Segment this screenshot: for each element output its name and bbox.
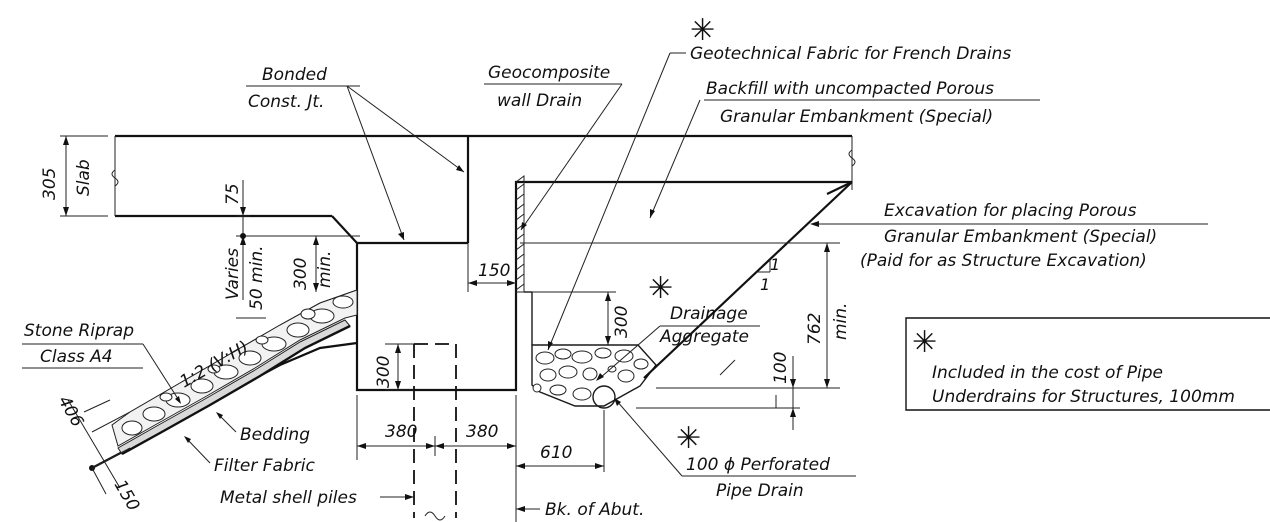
dim-riprap xyxy=(67,399,131,495)
asterisk-icon: ✳ xyxy=(676,421,701,456)
drainage-label: Drainage xyxy=(670,304,748,324)
backfill-label: Backfill with uncompacted Porous xyxy=(706,79,994,99)
dim-762: 762 xyxy=(805,313,825,345)
metal-piles-label: Metal shell piles xyxy=(220,488,357,508)
dim-300-pile: 300 xyxy=(374,356,394,388)
cost-note: ✳ Included in the cost of Pipe Underdrai… xyxy=(905,317,1270,411)
dim-slab-label: Slab xyxy=(74,159,94,196)
slope-h: 1 xyxy=(760,275,770,294)
asterisk-icon: ✳ xyxy=(648,271,673,306)
slope-triangle xyxy=(757,260,771,273)
dim-762-min: min. xyxy=(831,303,851,340)
drainage-label-2: Aggregate xyxy=(659,327,749,347)
bedding-label: Bedding xyxy=(240,425,310,445)
excavation-slope xyxy=(643,181,853,379)
drainage-aggregate-zone xyxy=(531,344,657,409)
dim-300-drain: 300 xyxy=(612,306,632,338)
geocomposite-wall-drain xyxy=(515,175,533,345)
metal-shell-pile xyxy=(413,343,457,521)
dim-380-left: 380 xyxy=(385,422,417,442)
dim-300-min-top xyxy=(313,236,319,292)
dim-380-right: 380 xyxy=(466,422,498,442)
stone-riprap xyxy=(91,289,358,469)
bonded-label: Bonded xyxy=(262,65,327,85)
excavation-label-2: Granular Embankment (Special) xyxy=(884,227,1157,247)
dim-slab xyxy=(60,135,108,217)
dim-150-riprap: 150 xyxy=(110,477,144,515)
dim-300-top-min: min. xyxy=(315,251,335,288)
dim-75-varies xyxy=(236,180,360,319)
excavation-label-3: (Paid for as Structure Excavation) xyxy=(860,251,1147,271)
geocomposite-label-2: wall Drain xyxy=(497,91,582,111)
excavation-label: Excavation for placing Porous xyxy=(884,201,1137,221)
bk-abut-label: Bk. of Abut. xyxy=(545,500,644,520)
note-line-2: Underdrains for Structures, 100mm xyxy=(932,387,1235,407)
pipe-label: 100 ϕ Perforated xyxy=(686,455,830,475)
abutment-outline xyxy=(331,136,853,392)
dim-slab-value: 305 xyxy=(40,168,60,200)
geocomposite-label: Geocomposite xyxy=(488,63,610,83)
dim-300-pile xyxy=(385,343,414,391)
dim-50-min: 50 min. xyxy=(247,246,267,311)
label-underlines xyxy=(22,83,1040,477)
dim-300-drain xyxy=(532,291,616,345)
slope-v: 1 xyxy=(770,255,780,274)
filter-fabric-label: Filter Fabric xyxy=(214,456,315,476)
dim-610 xyxy=(516,410,605,472)
backfill-label-2: Granular Embankment (Special) xyxy=(720,107,993,127)
asterisk-icon: ✳ xyxy=(690,13,715,48)
dim-762 xyxy=(520,242,840,389)
riprap-label-2: Class A4 xyxy=(40,347,113,367)
dim-380s xyxy=(356,395,517,522)
pipe-label-2: Pipe Drain xyxy=(716,481,804,501)
dim-75: 75 xyxy=(223,183,243,205)
geotech-fabric-label: Geotechnical Fabric for French Drains xyxy=(690,44,1011,64)
dim-150-wall xyxy=(467,243,516,292)
dim-150-wall: 150 xyxy=(478,261,510,281)
dim-varies: Varies xyxy=(223,248,243,300)
asterisk-icon: ✳ xyxy=(912,325,937,360)
bonded-label-2: Const. Jt. xyxy=(248,92,324,112)
leaders xyxy=(22,52,1208,512)
dim-100 xyxy=(636,356,800,430)
riprap-label: Stone Riprap xyxy=(24,321,134,341)
approach-slab xyxy=(111,134,856,218)
dim-610: 610 xyxy=(540,443,572,463)
dim-300-top: 300 xyxy=(291,258,311,290)
dim-100: 100 xyxy=(771,352,791,384)
note-line-1: Included in the cost of Pipe xyxy=(932,363,1163,383)
